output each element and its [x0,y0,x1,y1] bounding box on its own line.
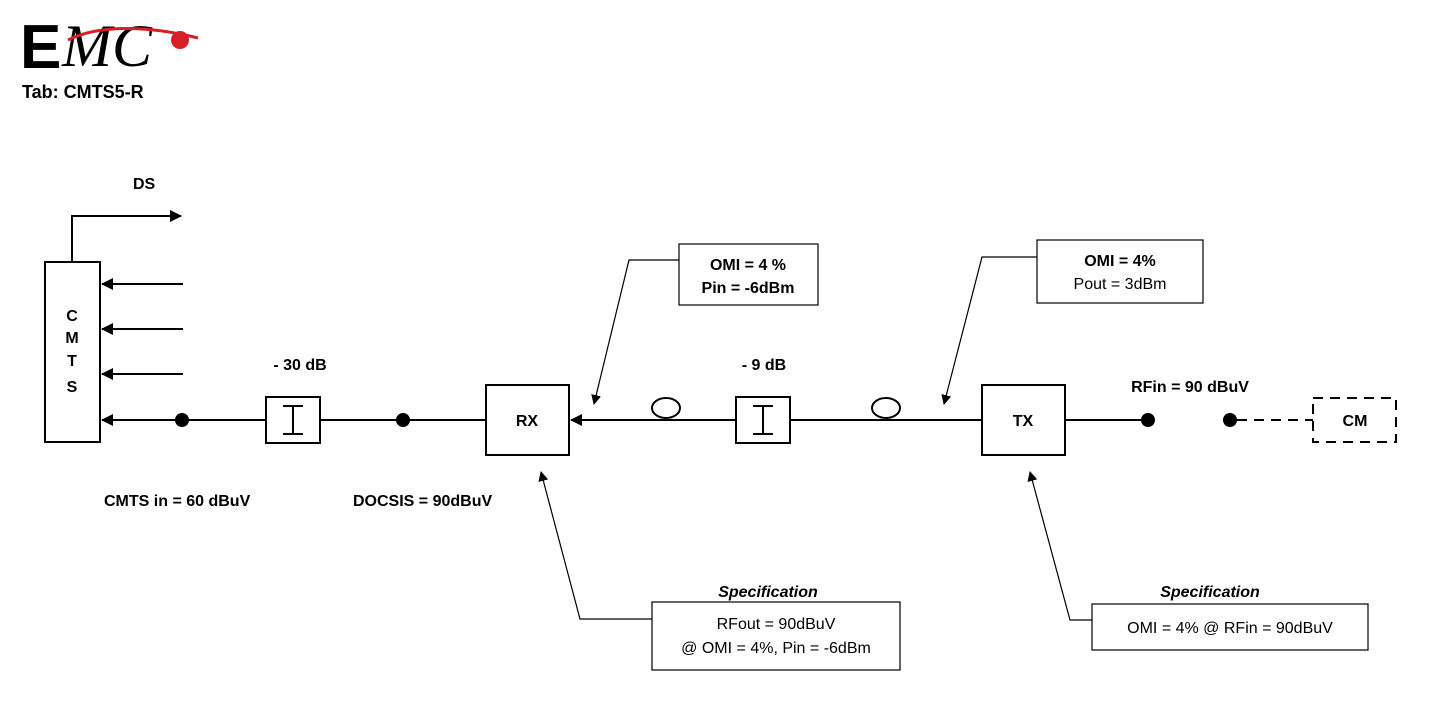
rx-label: RX [516,413,539,430]
cmts-letter-t: T [67,353,77,370]
rx-callout-box [678,243,819,306]
ds-arrow [71,210,182,262]
tx-spec-omi: OMI = 4% @ RFin = 90dBuV [1127,620,1333,637]
tx-callout-box [1036,239,1204,304]
logo-dot [171,31,189,49]
rx-spec-conditions: @ OMI = 4%, Pin = -6dBm [681,640,871,657]
fiber-coil-icon-right [871,397,901,419]
cm-box [1312,397,1397,443]
cmts-letter-s: S [67,379,78,396]
rx-spec-rfout: RFout = 90dBuV [717,616,836,633]
emc-logo: E MC [20,13,199,82]
tx-spec-pointer [1027,471,1092,621]
rx-callout-pin: Pin = -6dBm [702,280,795,297]
rx-spec-box [651,601,901,671]
node-dot-cm [1223,413,1237,427]
node-dot-cmts-in [175,413,189,427]
tx-box [981,384,1066,456]
node-dot-rfin [1141,413,1155,427]
cm-label: CM [1343,413,1368,430]
logo-letter-e: E [20,13,61,82]
tab-label: Tab: CMTS5-R [22,82,144,102]
cmts-letter-m: M [65,330,78,347]
tx-label: TX [1013,413,1034,430]
cmts-in-label: CMTS in = 60 dBuV [104,493,251,510]
rx-box [485,384,570,456]
cmts-letter-c: C [66,308,78,325]
tx-callout-pointer [941,256,1037,405]
docsis-label: DOCSIS = 90dBuV [353,493,492,510]
rx-spec-title: Specification [718,584,818,601]
logo-letters-mc: MC [61,13,153,79]
fiber-coil-icon-left [651,397,681,419]
rfin-label: RFin = 90 dBuV [1131,379,1249,396]
attenuator-30db [265,396,321,444]
attenuator-9db-label: - 9 dB [742,357,786,374]
ds-label: DS [133,176,156,193]
rx-callout-pointer [591,259,679,405]
node-dot-docsis [396,413,410,427]
attenuator-9db [735,396,791,444]
rx-spec-pointer [538,471,652,620]
tx-spec-title: Specification [1160,584,1260,601]
cmts-box [44,261,101,443]
attenuator-30db-label: - 30 dB [273,357,326,374]
tx-callout-pout: Pout = 3dBm [1074,276,1167,293]
rx-callout-omi: OMI = 4 % [710,257,786,274]
tx-callout-omi: OMI = 4% [1084,253,1156,270]
tx-spec-box [1091,603,1369,651]
